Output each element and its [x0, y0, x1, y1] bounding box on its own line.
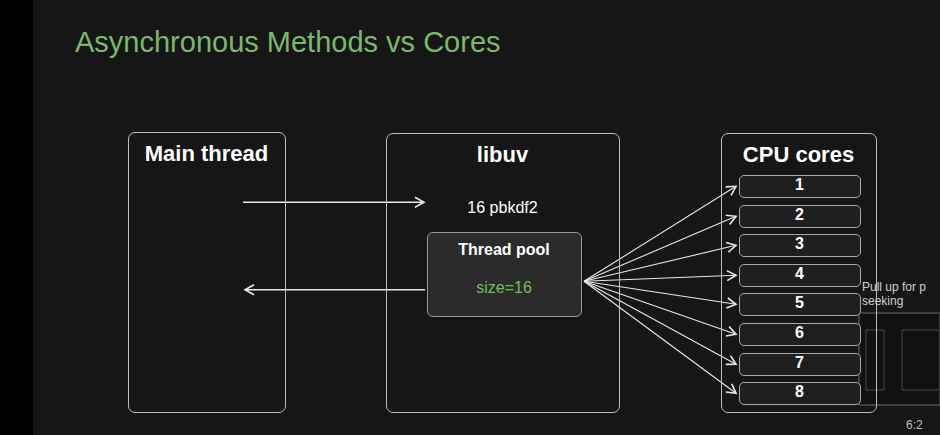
- thumbnail-box: [866, 330, 884, 390]
- slide-title: Asynchronous Methods vs Cores: [75, 26, 501, 59]
- node-heading: 8: [795, 382, 804, 401]
- fan-arrow: [584, 216, 736, 281]
- node-heading: Thread pool: [458, 240, 550, 259]
- fan-arrow: [584, 275, 736, 281]
- thread-box: Main thread: [128, 132, 286, 413]
- fan-arrow: [584, 281, 736, 304]
- fan-arrow: [584, 281, 736, 364]
- side-bar: [0, 0, 33, 435]
- node-heading: 5: [795, 293, 804, 312]
- core-box: 7: [739, 353, 861, 376]
- core-box: 1: [739, 175, 861, 198]
- core-box: 8: [739, 382, 861, 405]
- fan-arrow: [584, 281, 736, 393]
- core-box: 4: [739, 264, 861, 287]
- core-box: 6: [739, 323, 861, 346]
- core-box: 2: [739, 205, 861, 228]
- node-heading: 3: [795, 234, 804, 253]
- call-arrow: [243, 201, 424, 203]
- call-arrow: [245, 289, 425, 291]
- fan-arrow: [584, 281, 736, 334]
- node-body: 16 pbkdf2: [467, 198, 537, 217]
- node-heading: 6: [795, 323, 804, 342]
- core-box: 3: [739, 234, 861, 257]
- node-heading: CPU cores: [743, 142, 854, 168]
- preview-thumbnail: [859, 313, 940, 405]
- fan-arrow: [584, 245, 736, 281]
- node-heading: 2: [795, 205, 804, 224]
- node-heading: libuv: [477, 142, 528, 168]
- timestamp: 6:2: [906, 419, 936, 433]
- library-box: Thread pool size=16 libuv 16 pbkdf2: [386, 133, 620, 413]
- node-heading: 4: [795, 264, 804, 283]
- cores-box: 1 2 3 4 5 6 7 8 CPU cores: [721, 133, 877, 413]
- fan-arrow: [584, 186, 736, 281]
- player-hint: Pull up for p seeking: [862, 281, 940, 309]
- node-heading: Main thread: [145, 141, 268, 167]
- thumbnail-box: [902, 330, 940, 390]
- thread-pool-box: Thread pool size=16: [427, 232, 582, 317]
- node-heading: 1: [795, 175, 804, 194]
- node-heading: 7: [795, 353, 804, 372]
- node-body: size=16: [476, 278, 532, 297]
- core-box: 5: [739, 293, 861, 316]
